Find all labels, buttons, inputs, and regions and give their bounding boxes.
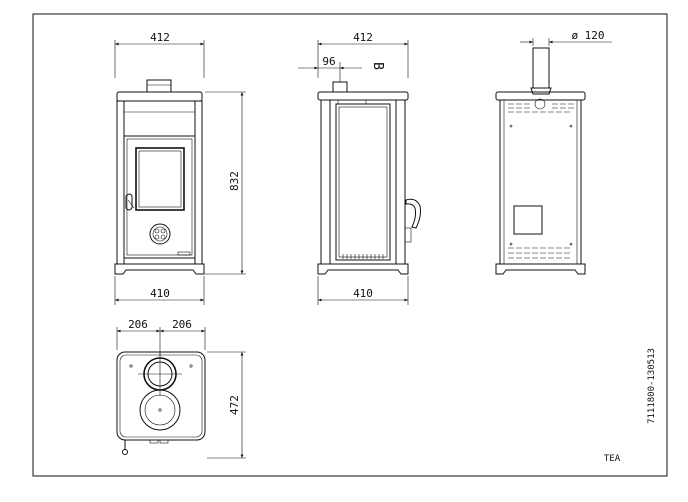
top-view: 206 206 472: [116, 318, 246, 459]
model-name: TEA: [604, 454, 621, 464]
sheet-border: [32, 13, 668, 477]
drawing-code: 7111800-130513: [647, 348, 657, 424]
front-height-dimension: 832: [228, 171, 241, 191]
front-view: 412 832 410: [114, 31, 246, 305]
top-right-half-dimension: 206: [172, 318, 192, 331]
side-offset-dimension: 96: [322, 55, 335, 68]
back-flue-diameter-dimension: ø 120: [571, 29, 604, 42]
top-depth-dimension: 472: [228, 395, 241, 415]
side-label-b: B: [370, 62, 385, 70]
side-view: 412 96 B 410: [298, 31, 421, 305]
front-width-bottom-dimension: 410: [150, 287, 170, 300]
side-width-bottom-dimension: 410: [353, 287, 373, 300]
front-width-top-dimension: 412: [150, 31, 170, 44]
top-left-half-dimension: 206: [128, 318, 148, 331]
back-view: ø 120: [495, 29, 612, 275]
side-width-top-dimension: 412: [353, 31, 373, 44]
